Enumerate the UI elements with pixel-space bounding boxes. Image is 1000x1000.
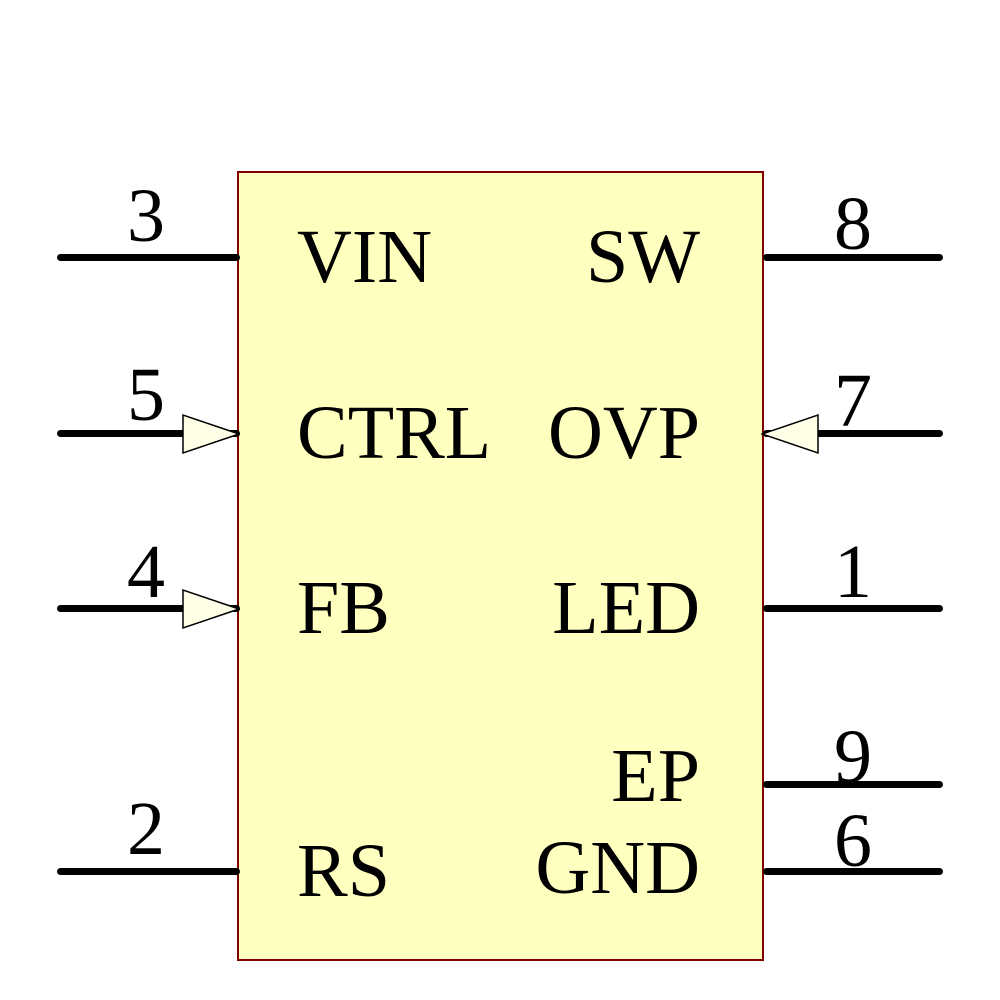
pin-number-rs: 2 <box>127 787 165 871</box>
pin-number-vin: 3 <box>127 174 165 258</box>
pin-label-gnd: GND <box>535 826 700 910</box>
pin-label-ep: EP <box>611 734 700 818</box>
input-arrow-icon <box>761 413 819 455</box>
pin-number-fb: 4 <box>127 530 165 614</box>
input-arrow-icon <box>182 588 240 630</box>
pin-line-vin <box>57 254 240 261</box>
pin-number-ep: 9 <box>834 715 872 799</box>
input-arrow-icon <box>182 413 240 455</box>
pin-number-led: 1 <box>834 530 872 614</box>
pin-number-gnd: 6 <box>834 799 872 883</box>
pin-line-ovp <box>763 430 943 437</box>
pin-label-fb: FB <box>297 566 390 650</box>
pin-label-vin: VIN <box>297 215 433 299</box>
pin-line-ep <box>763 781 943 788</box>
pin-label-rs: RS <box>297 829 390 913</box>
pin-label-ovp: OVP <box>547 391 700 475</box>
pin-line-led <box>763 605 943 612</box>
pin-number-sw: 8 <box>834 182 872 266</box>
pin-line-rs <box>57 868 240 875</box>
pin-line-ctrl <box>57 430 240 437</box>
ic-body <box>237 171 764 961</box>
pin-line-sw <box>763 254 943 261</box>
pin-label-ctrl: CTRL <box>297 391 492 475</box>
pin-label-led: LED <box>552 566 700 650</box>
pin-label-sw: SW <box>586 215 700 299</box>
pin-number-ctrl: 5 <box>127 353 165 437</box>
pin-line-fb <box>57 605 240 612</box>
pin-number-ovp: 7 <box>834 359 872 443</box>
pin-line-gnd <box>763 868 943 875</box>
